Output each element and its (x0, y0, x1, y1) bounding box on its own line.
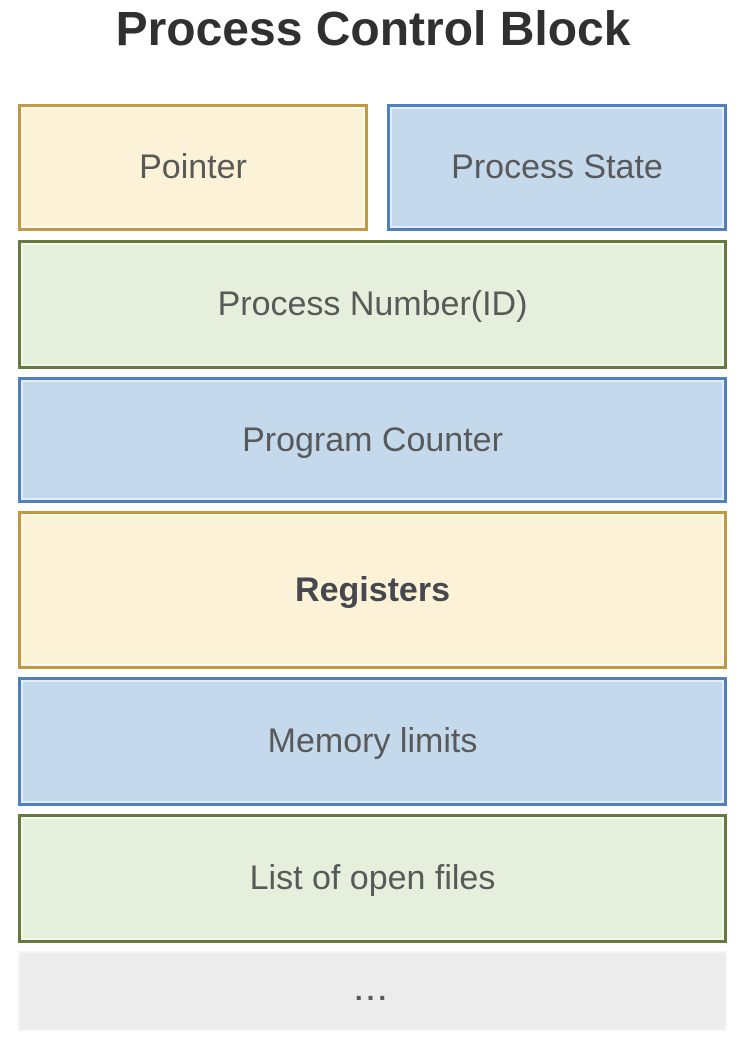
box-pointer: Pointer (18, 104, 368, 231)
pcb-row-4: Registers (18, 511, 727, 669)
box-list-of-open-files: List of open files (18, 814, 727, 943)
box-registers: Registers (18, 511, 727, 669)
box-process-state: Process State (387, 104, 727, 231)
pcb-row-3: Program Counter (18, 377, 727, 503)
diagram-title: Process Control Block (115, 3, 631, 56)
pcb-row-7: ... (18, 951, 727, 1031)
box-ellipsis: ... (18, 951, 727, 1031)
box-memory-limits: Memory limits (18, 677, 727, 806)
pcb-stack: Pointer Process State Process Number(ID)… (18, 104, 727, 1031)
box-process-number: Process Number(ID) (18, 240, 727, 369)
pcb-row-5: Memory limits (18, 677, 727, 806)
pcb-row-6: List of open files (18, 814, 727, 943)
pcb-row-2: Process Number(ID) (18, 240, 727, 369)
box-program-counter: Program Counter (18, 377, 727, 503)
pcb-row-1: Pointer Process State (18, 104, 727, 231)
